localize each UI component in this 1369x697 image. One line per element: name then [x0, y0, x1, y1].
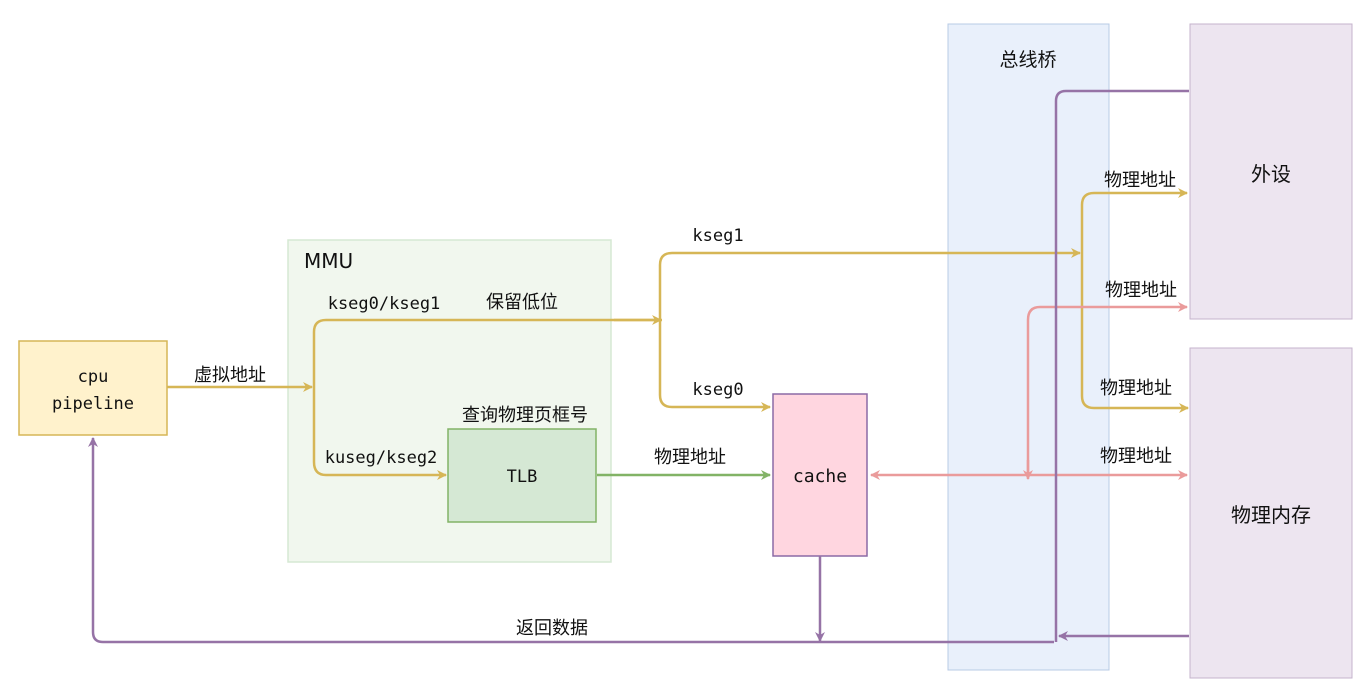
label-kseg0-kseg1: kseg0/kseg1 — [328, 294, 441, 314]
cpu-label-line1: cpu — [78, 367, 109, 387]
edge-peripheral-return — [1054, 89, 1189, 642]
label-return-data: 返回数据 — [516, 618, 588, 639]
physical-memory-box — [1189, 347, 1353, 679]
label-phys-addr-memory-1: 物理地址 — [1100, 378, 1172, 399]
label-lookup-page-frame: 查询物理页框号 — [462, 405, 588, 426]
peripheral-box — [1189, 23, 1353, 320]
cpu-pipeline-box — [18, 340, 168, 436]
label-keep-low-bits: 保留低位 — [486, 292, 558, 313]
physical-memory-label: 物理内存 — [1231, 503, 1311, 527]
bus-bridge-label: 总线桥 — [999, 49, 1056, 71]
edge-mmu-split — [312, 318, 662, 480]
label-kuseg-kseg2: kuseg/kseg2 — [325, 448, 438, 468]
mmu-label: MMU — [304, 249, 353, 273]
label-phys-addr-peripheral-1: 物理地址 — [1104, 170, 1176, 191]
edge-cache-peripheral — [1026, 302, 1188, 475]
edge-return-to-cpu — [88, 437, 1054, 644]
label-kseg1: kseg1 — [692, 226, 743, 246]
label-virtual-address: 虚拟地址 — [194, 365, 266, 386]
tlb-label: TLB — [507, 467, 538, 487]
label-phys-addr-memory-2: 物理地址 — [1100, 446, 1172, 467]
edge-kseg1 — [658, 248, 1081, 320]
edge-bridge-to-peripheral — [1080, 188, 1188, 253]
tlb-box — [447, 428, 597, 523]
label-phys-addr-peripheral-2: 物理地址 — [1105, 280, 1177, 301]
cache-box — [772, 393, 868, 557]
edge-kseg0 — [658, 320, 771, 412]
label-tlb-physical-address: 物理地址 — [654, 447, 726, 468]
peripheral-label: 外设 — [1251, 162, 1291, 186]
cpu-label-line2: pipeline — [52, 394, 134, 414]
edge-bridge-to-memory — [1080, 253, 1189, 413]
cache-label: cache — [793, 466, 847, 487]
label-kseg0: kseg0 — [692, 380, 743, 400]
